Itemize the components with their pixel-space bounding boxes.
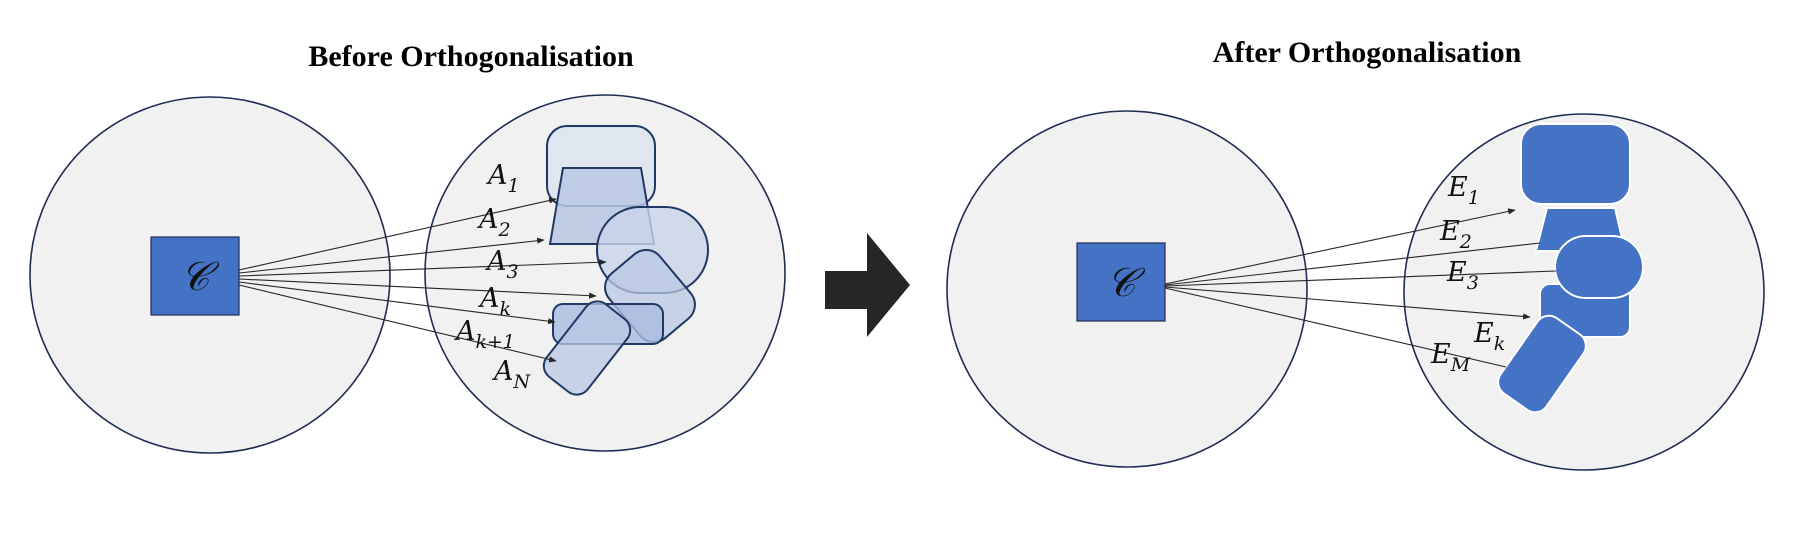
label-a1: A1 bbox=[485, 160, 520, 197]
label-e3: E3 bbox=[1446, 257, 1479, 294]
arrow-ak bbox=[238, 278, 597, 299]
concept-box-after bbox=[1076, 242, 1166, 322]
arrow-e3 bbox=[1164, 270, 1557, 287]
label-an: AN bbox=[491, 356, 532, 393]
label-a3: A3 bbox=[484, 246, 519, 283]
orthogonal-attribute-shapes bbox=[1497, 123, 1644, 414]
label-em: EM bbox=[1430, 339, 1471, 376]
overlapping-attribute-shapes bbox=[542, 125, 709, 396]
attribute-shape-e1 bbox=[1520, 123, 1631, 205]
arrow-a2 bbox=[238, 237, 545, 274]
label-a2: A2 bbox=[476, 204, 511, 241]
arrow-an bbox=[238, 284, 557, 363]
before-panel: Before Orthogonalisation 𝒞 A1 A2 bbox=[29, 40, 786, 454]
label-ak: Ak bbox=[477, 283, 511, 320]
arrow-e2 bbox=[1164, 242, 1541, 286]
label-e2: E2 bbox=[1439, 216, 1472, 253]
attribute-shape-e3 bbox=[1554, 235, 1644, 299]
projection-arrows-after bbox=[1164, 208, 1557, 368]
attribute-labels-before: A1 A2 A3 Ak Ak+1 AN bbox=[453, 160, 532, 393]
after-title: After Orthogonalisation bbox=[1213, 36, 1522, 69]
label-ak1: Ak+1 bbox=[453, 316, 515, 353]
concept-box-before bbox=[150, 236, 240, 316]
arrow-ak1 bbox=[238, 281, 556, 325]
label-ek: Ek bbox=[1473, 318, 1505, 355]
projection-arrows-before bbox=[238, 197, 607, 363]
before-title: Before Orthogonalisation bbox=[308, 40, 634, 73]
arrow-a3 bbox=[238, 259, 607, 277]
arrow-ek bbox=[1164, 286, 1531, 320]
attribute-shape-an bbox=[542, 300, 632, 396]
label-e1: E1 bbox=[1447, 172, 1480, 209]
after-panel: After Orthogonalisation 𝒞 E1 E2 E3 Ek bbox=[946, 36, 1765, 471]
arrow-em bbox=[1164, 287, 1507, 368]
attribute-labels-after: E1 E2 E3 Ek EM bbox=[1430, 172, 1505, 376]
arrow-e1 bbox=[1164, 208, 1516, 285]
right-arrow-icon bbox=[825, 233, 910, 337]
arrow-a1 bbox=[238, 197, 557, 271]
attribute-shape-em bbox=[1497, 314, 1587, 414]
